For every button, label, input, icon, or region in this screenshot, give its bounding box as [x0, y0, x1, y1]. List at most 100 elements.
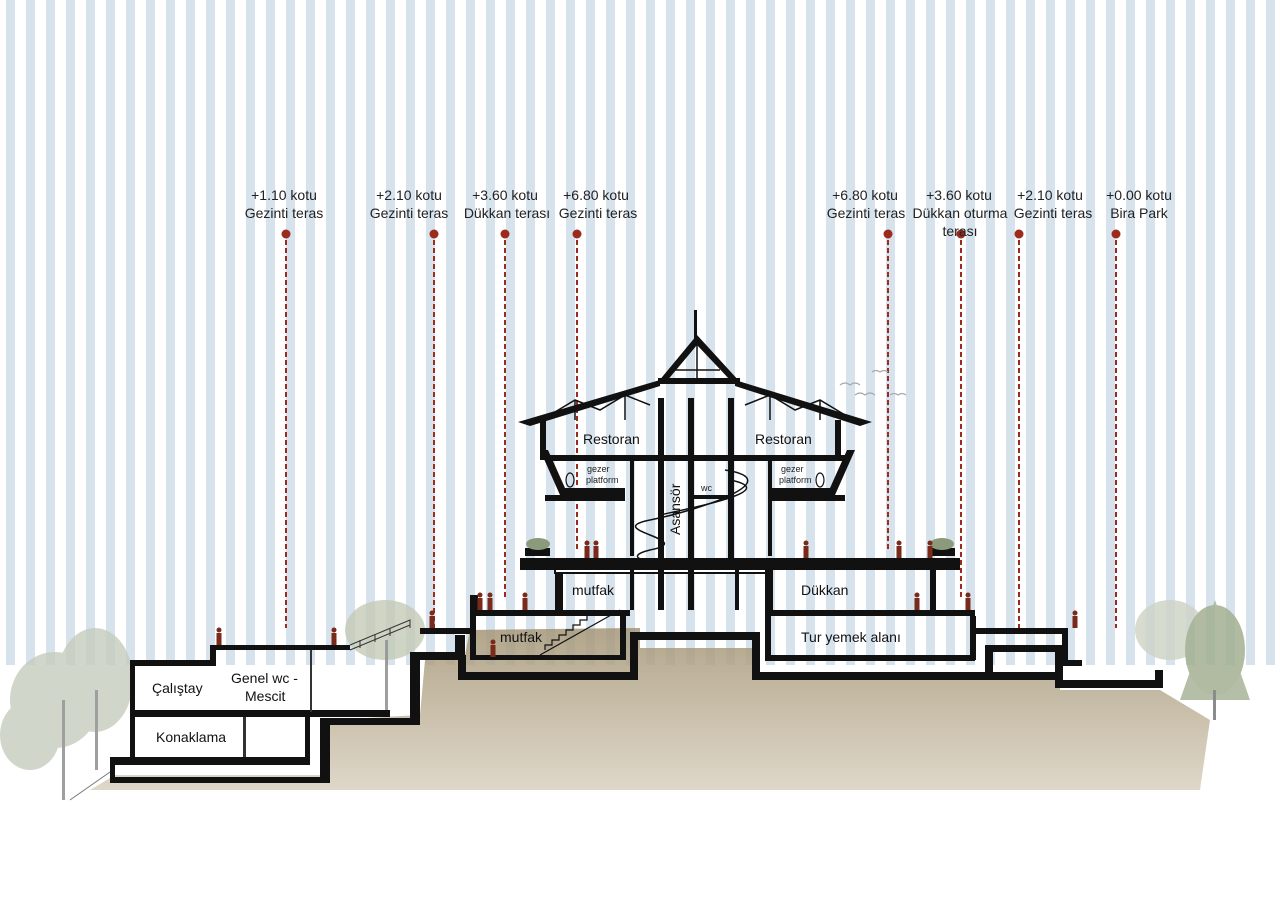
stripe — [666, 0, 675, 665]
stripe — [766, 0, 775, 665]
room-labels: Restoran Restoran gezer platform gezer p… — [152, 431, 901, 745]
stripe — [1126, 0, 1135, 665]
stripe — [106, 0, 115, 665]
elev-3-line1: +6.80 kotu — [563, 187, 629, 203]
label-gezer-right-2: platform — [779, 475, 812, 485]
stripe — [406, 0, 415, 665]
person-figure — [216, 627, 222, 645]
stripe — [1066, 0, 1075, 665]
stripe — [686, 0, 695, 665]
stripe — [26, 0, 35, 665]
elev-5-line3: terası — [942, 223, 977, 239]
stripe — [166, 0, 175, 665]
stripe — [866, 0, 875, 665]
elevation-marker-dot — [1111, 229, 1121, 239]
stripe — [286, 0, 295, 665]
person-figure — [487, 592, 493, 610]
stripe — [1246, 0, 1255, 665]
planters — [525, 538, 955, 556]
stripe — [746, 0, 755, 665]
stripe — [1206, 0, 1215, 665]
label-asansor: Asansör — [667, 483, 683, 535]
label-mutfak-lower: mutfak — [500, 629, 543, 645]
gondola-pods — [565, 472, 825, 488]
label-gezer-left-1: gezer — [587, 464, 610, 474]
elevation-marker-dot — [281, 229, 291, 239]
elev-7-line1: +0.00 kotu — [1106, 187, 1172, 203]
person-figure — [927, 540, 933, 558]
stripe — [546, 0, 555, 665]
elevation-marker-dot — [883, 229, 893, 239]
elev-4-line1: +6.80 kotu — [832, 187, 898, 203]
stripe — [246, 0, 255, 665]
label-konaklama: Konaklama — [156, 729, 226, 745]
person-figure — [331, 627, 337, 645]
people-figures — [216, 540, 1078, 657]
stripe — [1186, 0, 1195, 665]
stripe — [66, 0, 75, 665]
tree-right-group — [1135, 600, 1250, 720]
elev-4-line2: Gezinti teras — [827, 205, 906, 221]
stripe — [86, 0, 95, 665]
label-dukkan: Dükkan — [801, 582, 848, 598]
stripe — [146, 0, 155, 665]
label-mutfak-upper: mutfak — [572, 582, 615, 598]
stripe — [466, 0, 475, 665]
stripe — [1146, 0, 1155, 665]
person-figure — [896, 540, 902, 558]
stripe — [846, 0, 855, 665]
building-section — [110, 310, 1163, 783]
tree-left-group — [0, 628, 133, 800]
stripe — [386, 0, 395, 665]
person-figure — [490, 639, 496, 657]
elevation-marker-dot — [956, 229, 966, 239]
elev-5-line1: +3.60 kotu — [926, 187, 992, 203]
person-figure — [593, 540, 599, 558]
elevation-labels: +1.10 kotu Gezinti teras +2.10 kotu Gezi… — [245, 187, 1172, 239]
person-figure — [584, 540, 590, 558]
stripe — [1086, 0, 1095, 665]
stripe — [566, 0, 575, 665]
elev-6-line1: +2.10 kotu — [1017, 187, 1083, 203]
background-stripes — [6, 0, 1275, 665]
label-genel-wc-1: Genel wc - — [231, 670, 298, 686]
stripe — [1046, 0, 1055, 665]
spiral-stair — [634, 469, 749, 571]
stripe — [826, 0, 835, 665]
stripe — [506, 0, 515, 665]
elev-2-line2: Dükkan terası — [464, 205, 550, 221]
stripe — [586, 0, 595, 665]
stripe — [126, 0, 135, 665]
label-gezer-right-1: gezer — [781, 464, 804, 474]
stripe — [786, 0, 795, 665]
stripe — [906, 0, 915, 665]
stripe — [226, 0, 235, 665]
label-tur-yemek: Tur yemek alanı — [801, 629, 901, 645]
stripe — [1226, 0, 1235, 665]
label-gezer-left-2: platform — [586, 475, 619, 485]
stripe — [886, 0, 895, 665]
stripe — [606, 0, 615, 665]
stripe — [486, 0, 495, 665]
stripe — [986, 0, 995, 665]
stripe — [926, 0, 935, 665]
elevation-marker-dot — [429, 229, 439, 239]
stripe — [946, 0, 955, 665]
elev-1-line1: +2.10 kotu — [376, 187, 442, 203]
stripe — [46, 0, 55, 665]
person-figure — [522, 592, 528, 610]
straight-stair — [539, 609, 621, 656]
roof-truss — [549, 345, 846, 420]
elev-2-line1: +3.60 kotu — [472, 187, 538, 203]
ground-line — [69, 771, 111, 801]
label-restoran-right: Restoran — [755, 431, 812, 447]
person-figure — [1072, 610, 1078, 628]
ground-soil — [90, 628, 1210, 790]
stripe — [626, 0, 635, 665]
elevation-marker-dot — [1014, 229, 1024, 239]
elev-5-line2: Dükkan oturma — [913, 205, 1008, 221]
elevation-marker-dot — [572, 229, 582, 239]
stripe — [426, 0, 435, 665]
